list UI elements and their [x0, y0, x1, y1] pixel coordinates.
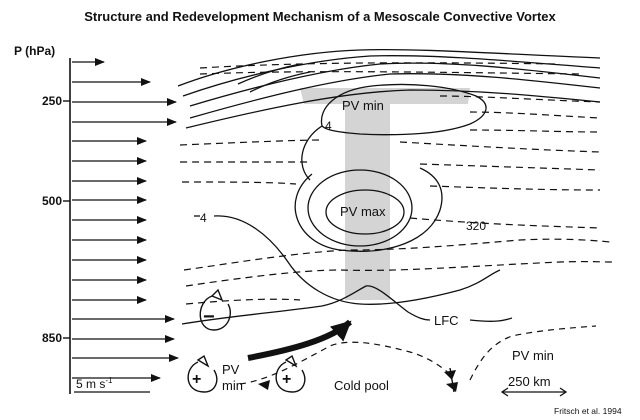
circulation-plus-right-symbol — [275, 354, 306, 393]
label-pv-min-upper: PV min — [342, 98, 384, 113]
wind-profile-arrows — [72, 58, 179, 382]
length-scale-bar — [500, 387, 568, 397]
tick-label-850: 850 — [42, 331, 62, 345]
label-cold-pool: Cold pool — [334, 378, 389, 393]
y-axis-label: P (hPa) — [14, 44, 55, 58]
diagram-title: Structure and Redevelopment Mechanism of… — [84, 9, 556, 24]
cold-pool-boundary — [239, 325, 597, 385]
length-scale-label: 250 km — [508, 374, 551, 389]
circulation-minus: − — [203, 306, 215, 328]
circulation-plus-left: + — [192, 371, 201, 388]
wind-scale-label: 5 m s-1 — [76, 376, 113, 391]
label-pv-min-lower-1: PV — [222, 362, 240, 377]
upper-pv-contours — [177, 48, 601, 129]
label-lfc: LFC — [434, 313, 459, 328]
pv-contours-core — [294, 83, 487, 252]
tick-label-250: 250 — [42, 94, 62, 108]
label-pv-min-lower-2: min — [222, 378, 243, 393]
label-pv-max: PV max — [340, 204, 386, 219]
credit: Fritsch et al. 1994 — [554, 406, 622, 416]
lfc-contour — [181, 285, 513, 325]
gust-front-barbs — [258, 370, 458, 392]
circulation-minus-symbol — [199, 288, 232, 331]
label-pv-min-right: PV min — [512, 348, 554, 363]
label-contour-4-left: 4 — [200, 211, 207, 225]
label-contour-4-upper: 4 — [325, 119, 332, 133]
pv-column-shading — [300, 88, 470, 300]
tick-label-500: 500 — [42, 194, 62, 208]
axis-ticks — [63, 100, 70, 339]
pv-contour-4-left — [194, 215, 501, 305]
upper-isentropes — [199, 62, 601, 133]
circulation-plus-right: + — [282, 371, 291, 388]
label-isentrope-320: 320 — [466, 219, 486, 233]
circulation-plus-left-symbol — [187, 354, 218, 393]
mid-isentropes — [179, 139, 613, 287]
lower-isentrope — [185, 298, 301, 305]
inflow-arrow — [247, 319, 353, 361]
